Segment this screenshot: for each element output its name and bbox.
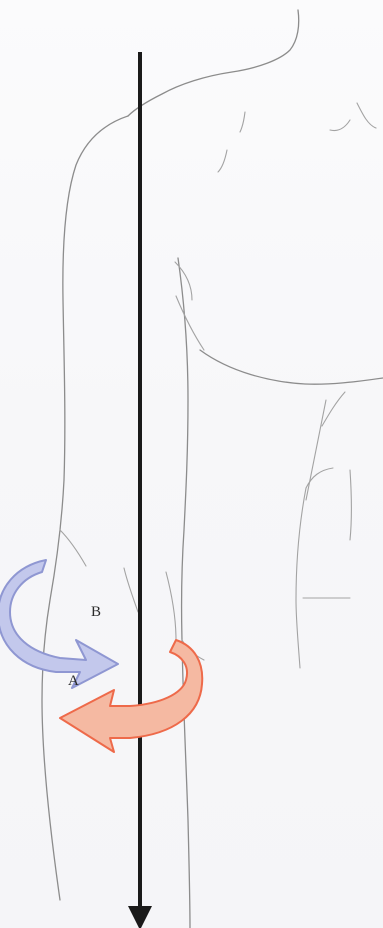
label-a: A [68, 674, 79, 689]
arm-inner-contour [178, 258, 190, 928]
shoulder-tick [218, 150, 227, 172]
rib-line-1 [322, 392, 345, 426]
elbow-line-2 [166, 572, 176, 640]
torso-line-right [350, 470, 352, 540]
shoulder-tick-2 [240, 112, 245, 132]
rotation-arrow-a-body [60, 640, 202, 752]
clavicle-mark-2 [357, 103, 376, 128]
body-outline [42, 10, 383, 928]
bicep-line [60, 530, 86, 566]
clavicle-mark [330, 120, 350, 131]
abdomen-side [296, 488, 306, 668]
pectoral-line [200, 350, 383, 384]
elbow-line [124, 568, 138, 612]
shoulder-crease [175, 262, 192, 300]
rotation-arrow-b [0, 560, 118, 688]
torso-side-line [306, 400, 326, 500]
arm-outer-contour [42, 116, 128, 900]
label-b: B [91, 605, 101, 620]
rotation-arrow-a [60, 640, 202, 752]
rotation-arrow-b-body [0, 560, 118, 688]
neck-line [128, 10, 299, 116]
deltoid-line [176, 296, 204, 350]
